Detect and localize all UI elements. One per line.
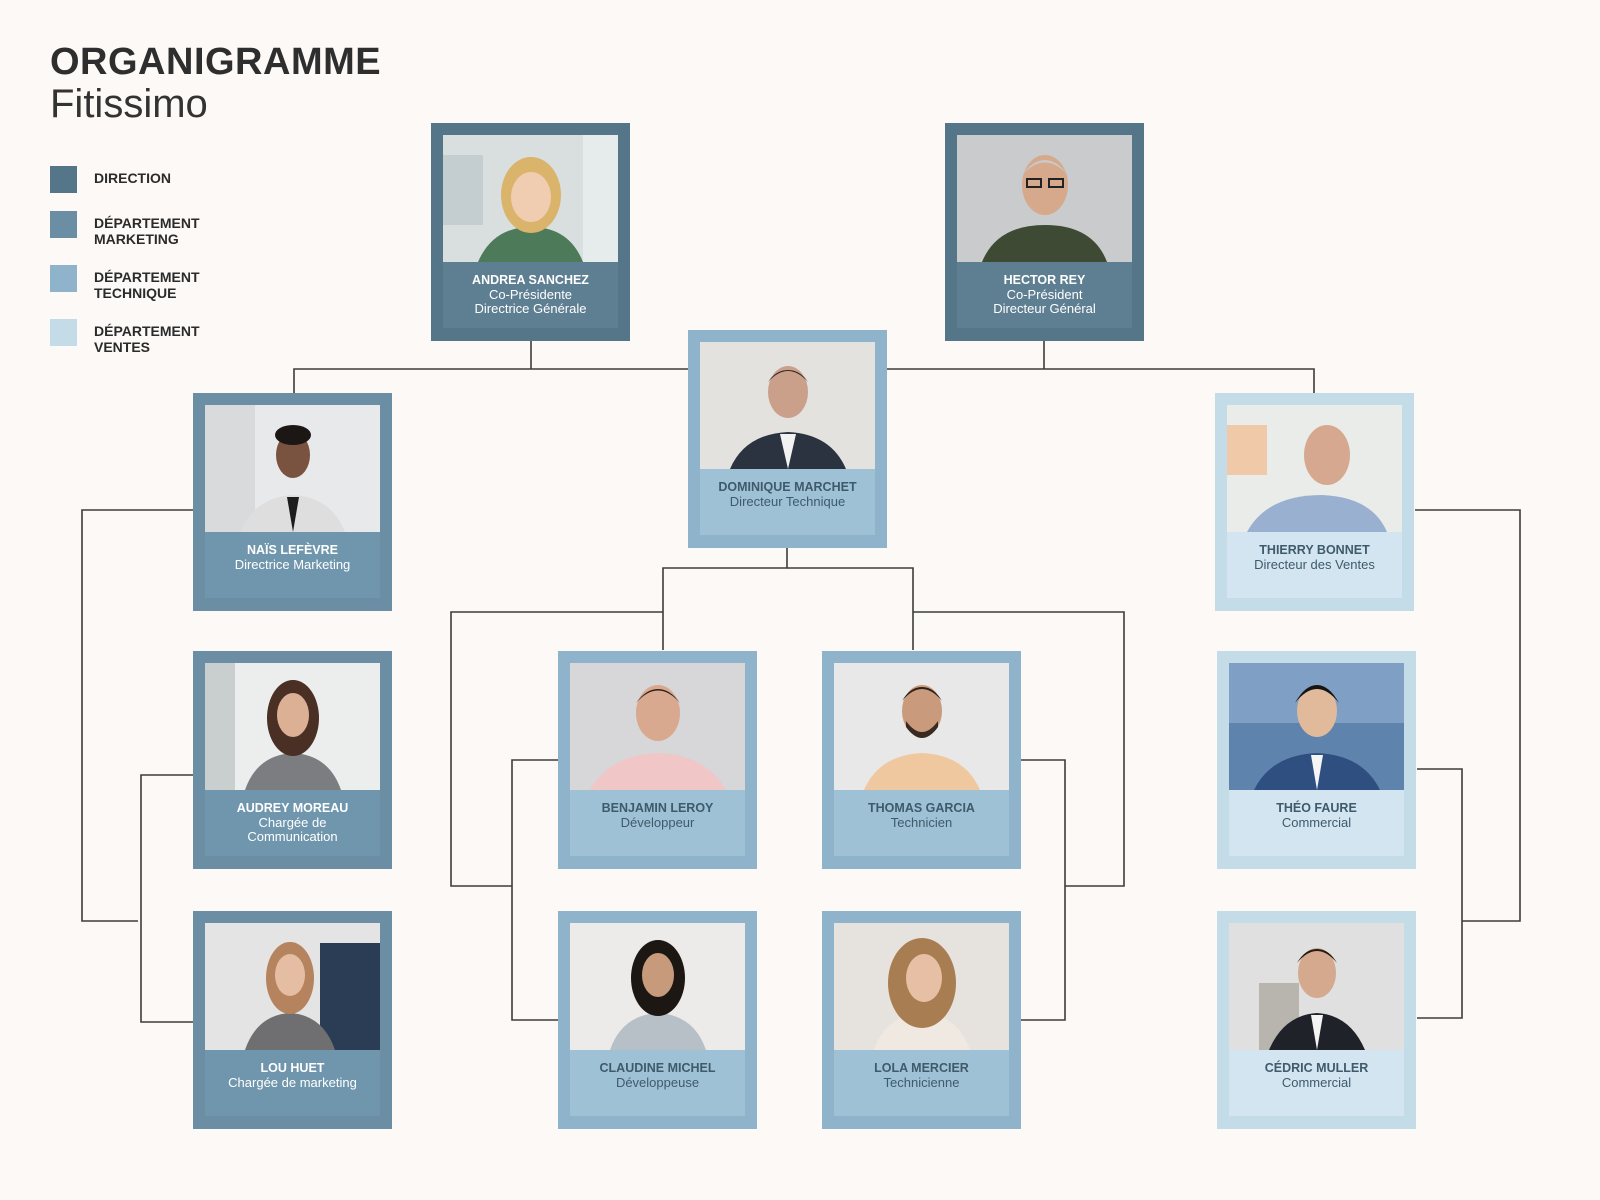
- portrait-icon: [834, 923, 1009, 1050]
- connector-top-bar: [293, 368, 688, 393]
- person-name: CLAUDINE MICHEL: [599, 1061, 716, 1075]
- legend-item-direction: DIRECTION: [50, 166, 290, 193]
- legend-label: DIRECTION: [94, 170, 171, 186]
- person-photo: [205, 405, 380, 532]
- connector-tech-left-outer: [450, 611, 663, 887]
- company-name: Fitissimo: [50, 82, 208, 126]
- legend-item-ventes: DÉPARTEMENT VENTES: [50, 319, 290, 355]
- person-card-thomas-garcia[interactable]: THOMAS GARCIA Technicien: [822, 651, 1021, 869]
- legend-swatch-ventes: [50, 319, 77, 346]
- person-role: Co-Président: [1006, 287, 1083, 302]
- person-role: Directeur des Ventes: [1254, 557, 1375, 572]
- connector-sales-inner: [1417, 768, 1463, 1019]
- person-photo: [570, 923, 745, 1050]
- person-name: THÉO FAURE: [1276, 801, 1357, 815]
- person-role: Directrice Générale: [474, 301, 587, 316]
- legend-label: DÉPARTEMENT MARKETING: [94, 215, 200, 247]
- person-role: Technicienne: [883, 1075, 960, 1090]
- person-card-nais-lefevre[interactable]: NAÏS LEFÈVRE Directrice Marketing: [193, 393, 392, 611]
- person-card-audrey-moreau[interactable]: AUDREY MOREAU Chargée de Communication: [193, 651, 392, 869]
- person-name: LOLA MERCIER: [874, 1061, 969, 1075]
- legend-label: DÉPARTEMENT TECHNIQUE: [94, 269, 200, 301]
- person-card-thierry-bonnet[interactable]: THIERRY BONNET Directeur des Ventes: [1215, 393, 1414, 611]
- person-photo: [1227, 405, 1402, 532]
- person-name: HECTOR REY: [1003, 273, 1086, 287]
- person-photo: [834, 663, 1009, 790]
- person-photo: [443, 135, 618, 262]
- person-role: Directeur Technique: [729, 494, 846, 509]
- person-name: THOMAS GARCIA: [868, 801, 975, 815]
- person-card-lola-mercier[interactable]: LOLA MERCIER Technicienne: [822, 911, 1021, 1129]
- connector-tech-right-outer: [913, 611, 1125, 887]
- legend-label: DÉPARTEMENT VENTES: [94, 323, 200, 355]
- portrait-icon: [957, 135, 1132, 262]
- person-name: ANDREA SANCHEZ: [472, 273, 589, 287]
- portrait-icon: [700, 342, 875, 469]
- person-card-claudine-michel[interactable]: CLAUDINE MICHEL Développeuse: [558, 911, 757, 1129]
- person-role: Commercial: [1281, 1075, 1352, 1090]
- connector-tech-right: [787, 567, 914, 650]
- legend-swatch-marketing: [50, 211, 77, 238]
- portrait-icon: [205, 663, 380, 790]
- legend-item-technique: DÉPARTEMENT TECHNIQUE: [50, 265, 290, 301]
- legend-item-marketing: DÉPARTEMENT MARKETING: [50, 211, 290, 247]
- portrait-icon: [1229, 923, 1404, 1050]
- person-name: DOMINIQUE MARCHET: [718, 480, 857, 494]
- connector-tech-root: [662, 548, 788, 650]
- portrait-icon: [1229, 663, 1404, 790]
- person-photo: [1229, 663, 1404, 790]
- portrait-icon: [205, 405, 380, 532]
- person-role: Commercial: [1281, 815, 1352, 830]
- person-name: BENJAMIN LEROY: [601, 801, 714, 815]
- portrait-icon: [834, 663, 1009, 790]
- person-photo: [834, 923, 1009, 1050]
- connector-marketing-inner: [140, 774, 193, 1023]
- person-photo: [205, 923, 380, 1050]
- title-block: ORGANIGRAMME Fitissimo: [50, 42, 381, 126]
- person-name: NAÏS LEFÈVRE: [247, 543, 338, 557]
- portrait-icon: [443, 135, 618, 262]
- person-role: Directrice Marketing: [234, 557, 351, 572]
- legend: DIRECTION DÉPARTEMENT MARKETING DÉPARTEM…: [50, 166, 290, 373]
- person-role: Développeur: [620, 815, 695, 830]
- connector-sales-outer: [1415, 509, 1521, 922]
- person-card-dominique-marchet[interactable]: DOMINIQUE MARCHET Directeur Technique: [688, 330, 887, 548]
- connector-marketing-outer: [81, 509, 193, 922]
- person-photo: [700, 342, 875, 469]
- person-card-cedric-muller[interactable]: CÉDRIC MULLER Commercial: [1217, 911, 1416, 1129]
- person-name: AUDREY MOREAU: [236, 801, 349, 815]
- person-photo: [957, 135, 1132, 262]
- person-name: CÉDRIC MULLER: [1264, 1061, 1369, 1075]
- person-card-benjamin-leroy[interactable]: BENJAMIN LEROY Développeur: [558, 651, 757, 869]
- person-card-andrea-sanchez[interactable]: ANDREA SANCHEZ Co-Présidente Directrice …: [431, 123, 630, 341]
- page-title: ORGANIGRAMME: [50, 41, 382, 83]
- portrait-icon: [570, 923, 745, 1050]
- person-photo: [205, 663, 380, 790]
- person-role: Communication: [247, 829, 338, 844]
- person-role: Directeur Général: [993, 301, 1096, 316]
- person-name: LOU HUET: [260, 1061, 325, 1075]
- person-role: Développeuse: [615, 1075, 700, 1090]
- connector-tech-right-inner: [1021, 759, 1066, 1021]
- portrait-icon: [205, 923, 380, 1050]
- person-card-theo-faure[interactable]: THÉO FAURE Commercial: [1217, 651, 1416, 869]
- person-role: Chargée de: [258, 815, 327, 830]
- legend-swatch-direction: [50, 166, 77, 193]
- legend-swatch-technique: [50, 265, 77, 292]
- connector-tech-left-inner: [511, 759, 558, 1021]
- person-role: Co-Présidente: [488, 287, 573, 302]
- connector-top-bar-right: [886, 368, 1315, 393]
- portrait-icon: [1227, 405, 1402, 532]
- person-role: Technicien: [890, 815, 953, 830]
- person-card-lou-huet[interactable]: LOU HUET Chargée de marketing: [193, 911, 392, 1129]
- person-name: THIERRY BONNET: [1259, 543, 1370, 557]
- person-card-hector-rey[interactable]: HECTOR REY Co-Président Directeur Généra…: [945, 123, 1144, 341]
- person-photo: [1229, 923, 1404, 1050]
- person-role: Chargée de marketing: [228, 1075, 357, 1090]
- person-photo: [570, 663, 745, 790]
- portrait-icon: [570, 663, 745, 790]
